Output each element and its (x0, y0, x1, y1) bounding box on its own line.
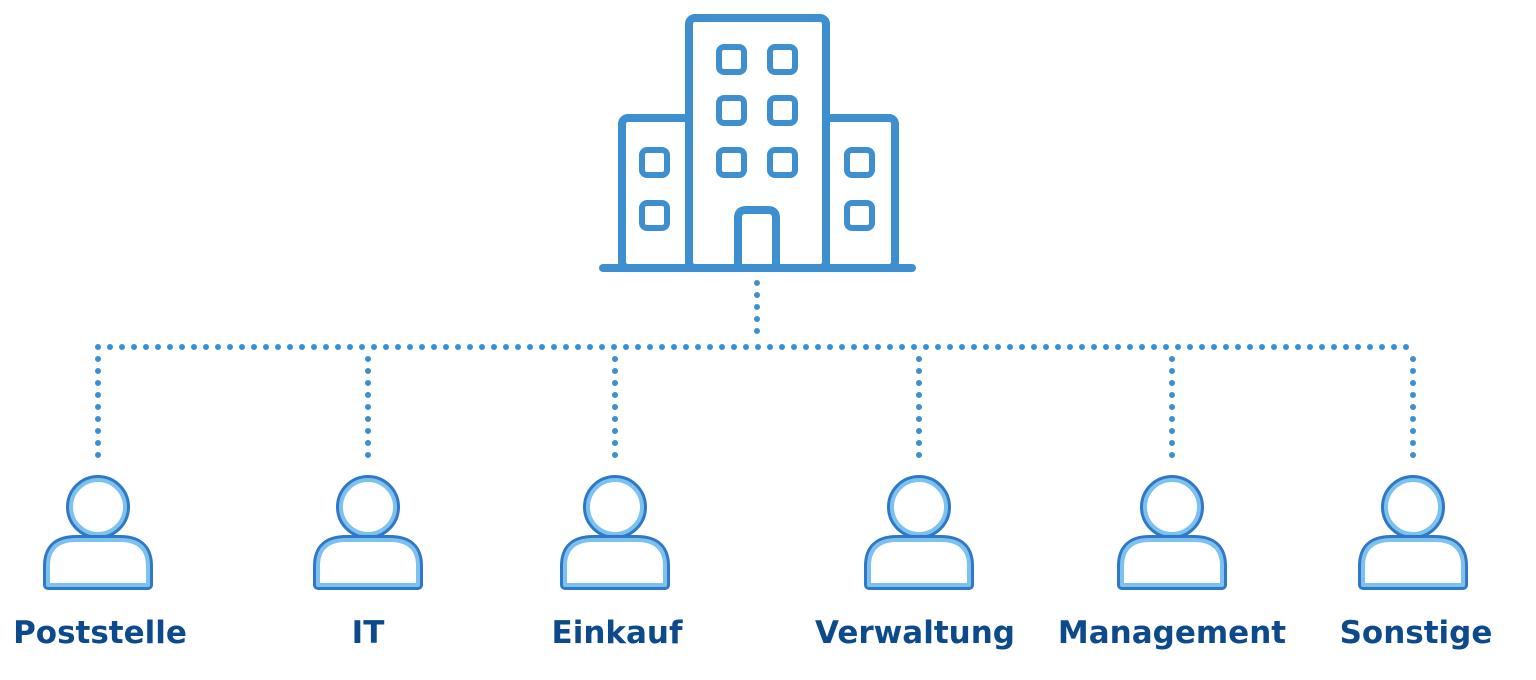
department-node-poststelle: Poststelle (10, 475, 190, 654)
department-node-it: IT (313, 475, 423, 654)
department-node-einkauf: Einkauf (549, 475, 686, 654)
person-icon (1117, 475, 1227, 590)
department-label: Sonstige (1340, 615, 1493, 651)
office-building-icon (599, 14, 916, 272)
person-icon (43, 475, 153, 590)
department-label: Einkauf (552, 615, 683, 651)
department-label: Verwaltung (815, 615, 1015, 651)
person-icon (560, 475, 670, 590)
dotted-connectors (95, 280, 1416, 459)
person-icon (864, 475, 974, 590)
department-node-management: Management (1055, 475, 1289, 654)
department-node-sonstige: Sonstige (1337, 475, 1495, 654)
person-icon (1358, 475, 1468, 590)
department-label: Poststelle (13, 615, 187, 651)
department-label: Management (1058, 615, 1286, 651)
department-label: IT (352, 615, 385, 651)
person-icon (313, 475, 423, 590)
department-node-verwaltung: Verwaltung (812, 475, 1018, 654)
